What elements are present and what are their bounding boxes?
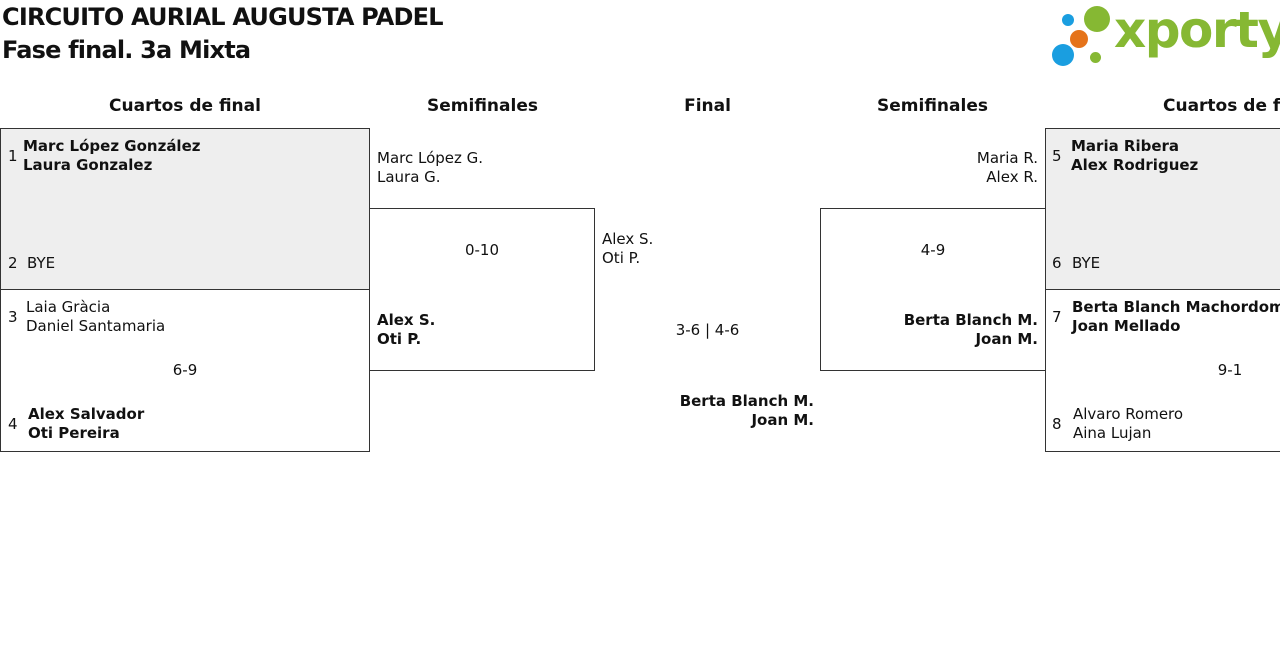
sf-left-top-player-b: Laura G. [377,168,441,186]
team-3-player-a: Laia Gràcia [26,298,111,316]
logo-dot-blue-large [1052,44,1074,66]
logo-dot-blue-small [1062,14,1074,26]
score-qf-7-8: 9-1 [1217,361,1243,379]
team-1-player-b: Laura Gonzalez [23,156,153,174]
team-6-bye: BYE [1072,254,1101,272]
seed-6: 6 [1052,254,1062,272]
team-1-player-a: Marc López González [23,137,201,155]
team-7-player-b: Joan Mellado [1072,317,1181,335]
page-subtitle: Fase final. 3a Mixta [2,36,251,64]
logo-dot-green-large [1084,6,1110,32]
team-5-player-b: Alex Rodriguez [1071,156,1199,174]
seed-7: 7 [1052,308,1062,326]
match-qf-7-8[interactable]: 7 Berta Blanch Machordom Joan Mellado 9-… [1045,289,1280,452]
score-qf-3-4: 6-9 [172,361,198,379]
sf-left-bottom-player-b: Oti P. [377,330,422,348]
match-qf-5-6[interactable]: 5 Maria Ribera Alex Rodriguez 6 BYE [1045,128,1280,290]
final-top-player-a: Alex S. [602,230,654,248]
seed-2: 2 [8,254,18,272]
score-sf-left: 0-10 [464,241,500,259]
seed-5: 5 [1052,147,1062,165]
match-sf-right[interactable]: 4-9 Berta Blanch M. Joan M. [820,208,1046,371]
sf-right-bottom-player-b: Joan M. [975,330,1038,348]
sf-right-top-player-b: Alex R. [986,168,1038,186]
team-3-player-b: Daniel Santamaria [26,317,166,335]
header-qf-right: Cuartos de final [1163,96,1280,116]
sf-left-bottom-player-a: Alex S. [377,311,436,329]
sf-right-top-player-a: Maria R. [976,149,1038,167]
team-8-player-b: Aina Lujan [1073,424,1152,442]
final-bottom-player-b: Joan M. [751,411,814,429]
team-8-player-a: Alvaro Romero [1073,405,1184,423]
seed-1: 1 [8,147,18,165]
seed-3: 3 [8,308,18,326]
match-qf-1-2[interactable]: 1 Marc López González Laura Gonzalez 2 B… [0,128,370,290]
sf-right-bottom-player-a: Berta Blanch M. [903,311,1038,329]
final-bottom-player-a: Berta Blanch M. [679,392,814,410]
seed-8: 8 [1052,415,1062,433]
page-title: CIRCUITO AURIAL AUGUSTA PADEL [2,3,444,31]
seed-4: 4 [8,415,18,433]
team-4-player-a: Alex Salvador [28,405,145,423]
sf-left-top-player-a: Marc López G. [377,149,484,167]
header-sf-left: Semifinales [427,96,538,116]
header-final: Final [684,96,731,116]
logo-dot-orange [1070,30,1088,48]
team-4-player-b: Oti Pereira [28,424,120,442]
logo-dot-green-small [1090,52,1101,63]
final-top-player-b: Oti P. [602,249,641,267]
header-qf-left: Cuartos de final [109,96,261,116]
score-sf-right: 4-9 [920,241,946,259]
team-5-player-a: Maria Ribera [1071,137,1180,155]
header-sf-right: Semifinales [877,96,988,116]
match-qf-3-4[interactable]: 3 Laia Gràcia Daniel Santamaria 6-9 4 Al… [0,289,370,452]
score-final: 3-6 | 4-6 [675,321,740,339]
team-2-bye: BYE [27,254,56,272]
match-sf-left[interactable]: 0-10 Alex S. Oti P. [369,208,595,371]
logo-text: xporty [1114,1,1280,59]
team-7-player-a: Berta Blanch Machordom [1072,298,1280,316]
xporty-logo[interactable]: xporty [1050,1,1280,68]
